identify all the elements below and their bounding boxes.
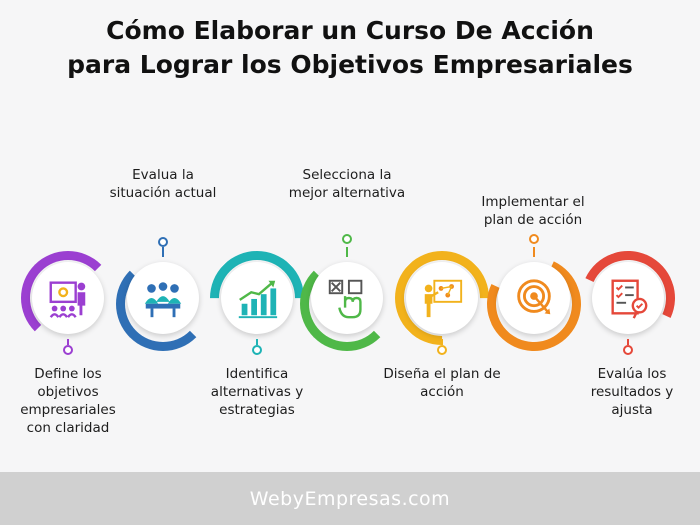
footer-brand: WebyEmpresas.com xyxy=(249,487,451,510)
step-2-label: Evalua la situación actual xyxy=(109,167,217,201)
step-6-dot xyxy=(529,234,539,244)
step-2-arc xyxy=(116,257,210,351)
step-4-dot xyxy=(342,234,352,244)
team-meeting-icon xyxy=(144,282,182,318)
step-2-disc xyxy=(127,262,199,334)
checklist-icon xyxy=(611,279,648,319)
step-7-connector xyxy=(627,339,629,345)
step-7-disc xyxy=(592,262,664,334)
step-1-disc xyxy=(32,262,104,334)
step-4-connector xyxy=(346,247,348,257)
step-1-dot xyxy=(63,345,73,355)
step-5-label: Diseña el plan de acción xyxy=(383,366,501,400)
step-2-connector xyxy=(162,247,164,257)
page-title: Cómo Elaborar un Curso De Acción para Lo… xyxy=(0,14,700,82)
step-4-disc xyxy=(311,262,383,334)
step-5-dot xyxy=(437,345,447,355)
title-line-2: para Lograr los Objetivos Empresariales xyxy=(67,50,633,79)
step-6-label: Implementar el plan de acción xyxy=(481,194,585,228)
step-3-connector xyxy=(256,339,258,345)
step-4-label: Selecciona la mejor alternativa xyxy=(288,167,406,201)
title-line-1: Cómo Elaborar un Curso De Acción xyxy=(106,16,594,45)
growth-chart-icon xyxy=(238,280,278,319)
presentation-icon xyxy=(49,281,86,318)
checkbox-select-icon xyxy=(328,279,363,319)
target-icon xyxy=(517,279,551,315)
step-2-dot xyxy=(158,237,168,247)
step-1-label: Define los objetivos empresariales con c… xyxy=(20,366,116,436)
step-5-connector xyxy=(441,339,443,345)
planning-board-icon xyxy=(424,279,463,318)
step-3-disc xyxy=(221,262,293,334)
step-1-connector xyxy=(67,339,69,345)
step-6-connector xyxy=(533,247,535,257)
step-5-disc xyxy=(406,262,478,334)
step-7-dot xyxy=(623,345,633,355)
step-6-disc xyxy=(498,262,570,334)
step-3-label: Identifica alternativas y estrategias xyxy=(210,366,304,418)
step-3-dot xyxy=(252,345,262,355)
step-7-label: Evalúa los resultados y ajusta xyxy=(590,366,674,418)
footer-bar: WebyEmpresas.com xyxy=(0,472,700,525)
step-1-arc xyxy=(21,251,115,345)
step-4-arc xyxy=(300,257,394,351)
